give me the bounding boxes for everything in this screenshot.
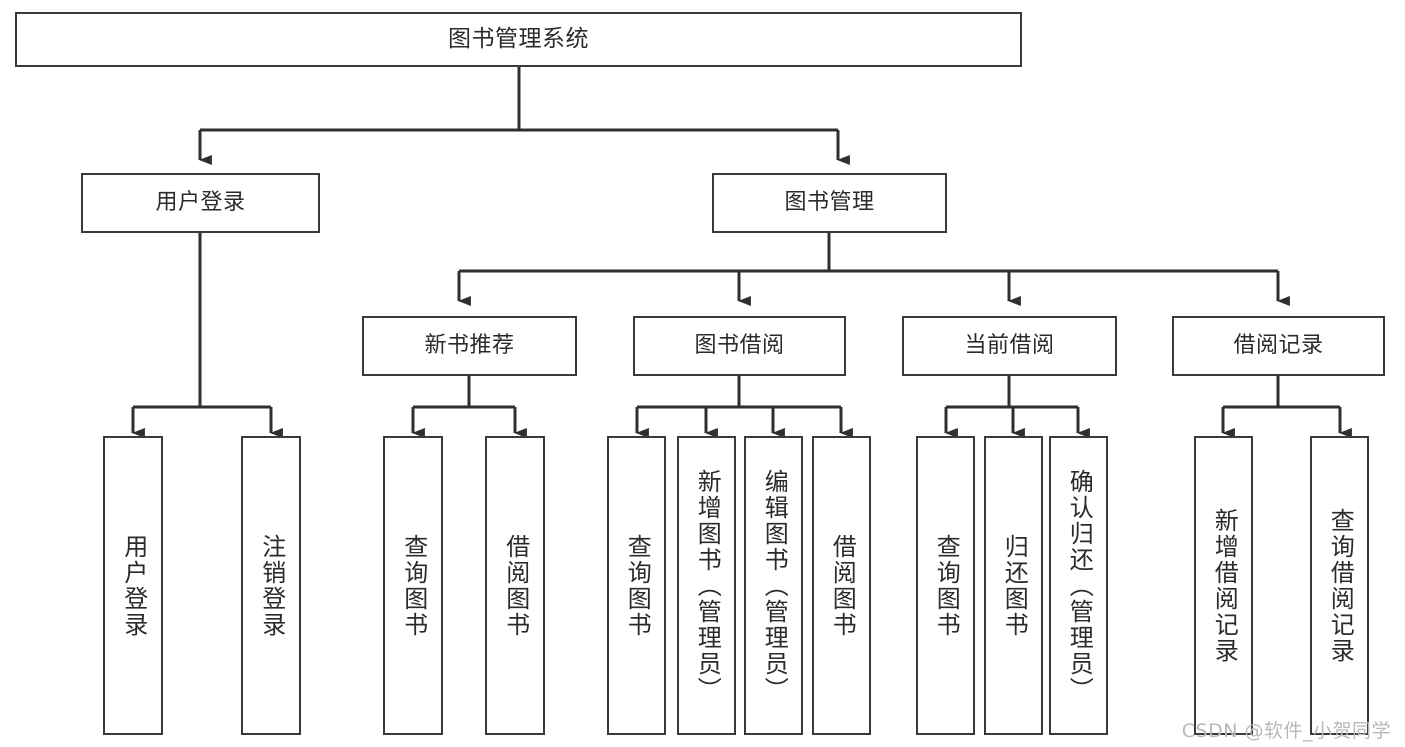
node-leaf-add-book[interactable]: 新增图书（管理员） xyxy=(677,436,736,735)
node-leaf-borrow-book-1[interactable]: 借阅图书 xyxy=(485,436,545,735)
node-leaf-query-book-3[interactable]: 查询图书 xyxy=(916,436,975,735)
node-label: 图书借阅 xyxy=(694,333,785,359)
node-book-manage[interactable]: 图书管理 xyxy=(712,173,947,233)
watermark-text: CSDN @软件_小贺同学 xyxy=(1181,720,1391,742)
node-label: 借阅记录 xyxy=(1233,333,1324,359)
node-leaf-query-record[interactable]: 查询借阅记录 xyxy=(1310,436,1369,735)
node-label: 图书管理 xyxy=(784,190,875,216)
node-leaf-user-login[interactable]: 用户登录 xyxy=(103,436,163,735)
node-user-login[interactable]: 用户登录 xyxy=(81,173,320,233)
node-leaf-query-book-1[interactable]: 查询图书 xyxy=(383,436,443,735)
node-label: 图书管理系统 xyxy=(448,25,589,52)
node-label: 用户登录 xyxy=(119,533,148,638)
node-label: 新增借阅记录 xyxy=(1210,507,1239,664)
node-label: 用户登录 xyxy=(155,190,246,216)
node-leaf-return-book[interactable]: 归还图书 xyxy=(984,436,1043,735)
node-new-book-rec[interactable]: 新书推荐 xyxy=(362,316,577,376)
node-label: 注销登录 xyxy=(257,533,286,638)
node-label: 借阅图书 xyxy=(501,533,530,638)
node-label: 查询图书 xyxy=(623,533,652,638)
node-current-borrow[interactable]: 当前借阅 xyxy=(902,316,1117,376)
node-label: 新增图书（管理员） xyxy=(693,468,722,703)
node-label: 当前借阅 xyxy=(964,333,1055,359)
node-label: 确认归还（管理员） xyxy=(1065,468,1094,703)
node-label: 新书推荐 xyxy=(424,333,515,359)
node-leaf-add-record[interactable]: 新增借阅记录 xyxy=(1194,436,1253,735)
node-label: 查询图书 xyxy=(932,533,961,638)
node-book-borrow[interactable]: 图书借阅 xyxy=(633,316,846,376)
node-label: 编辑图书（管理员） xyxy=(760,468,789,703)
node-leaf-borrow-book-2[interactable]: 借阅图书 xyxy=(812,436,871,735)
node-label: 借阅图书 xyxy=(828,533,857,638)
node-leaf-user-logout[interactable]: 注销登录 xyxy=(241,436,301,735)
node-label: 查询借阅记录 xyxy=(1326,507,1355,664)
node-leaf-query-book-2[interactable]: 查询图书 xyxy=(607,436,666,735)
node-borrow-record[interactable]: 借阅记录 xyxy=(1172,316,1385,376)
node-label: 查询图书 xyxy=(399,533,428,638)
node-leaf-edit-book[interactable]: 编辑图书（管理员） xyxy=(744,436,803,735)
node-leaf-confirm-return[interactable]: 确认归还（管理员） xyxy=(1049,436,1108,735)
node-label: 归还图书 xyxy=(1000,533,1029,638)
node-root-system[interactable]: 图书管理系统 xyxy=(15,12,1022,67)
